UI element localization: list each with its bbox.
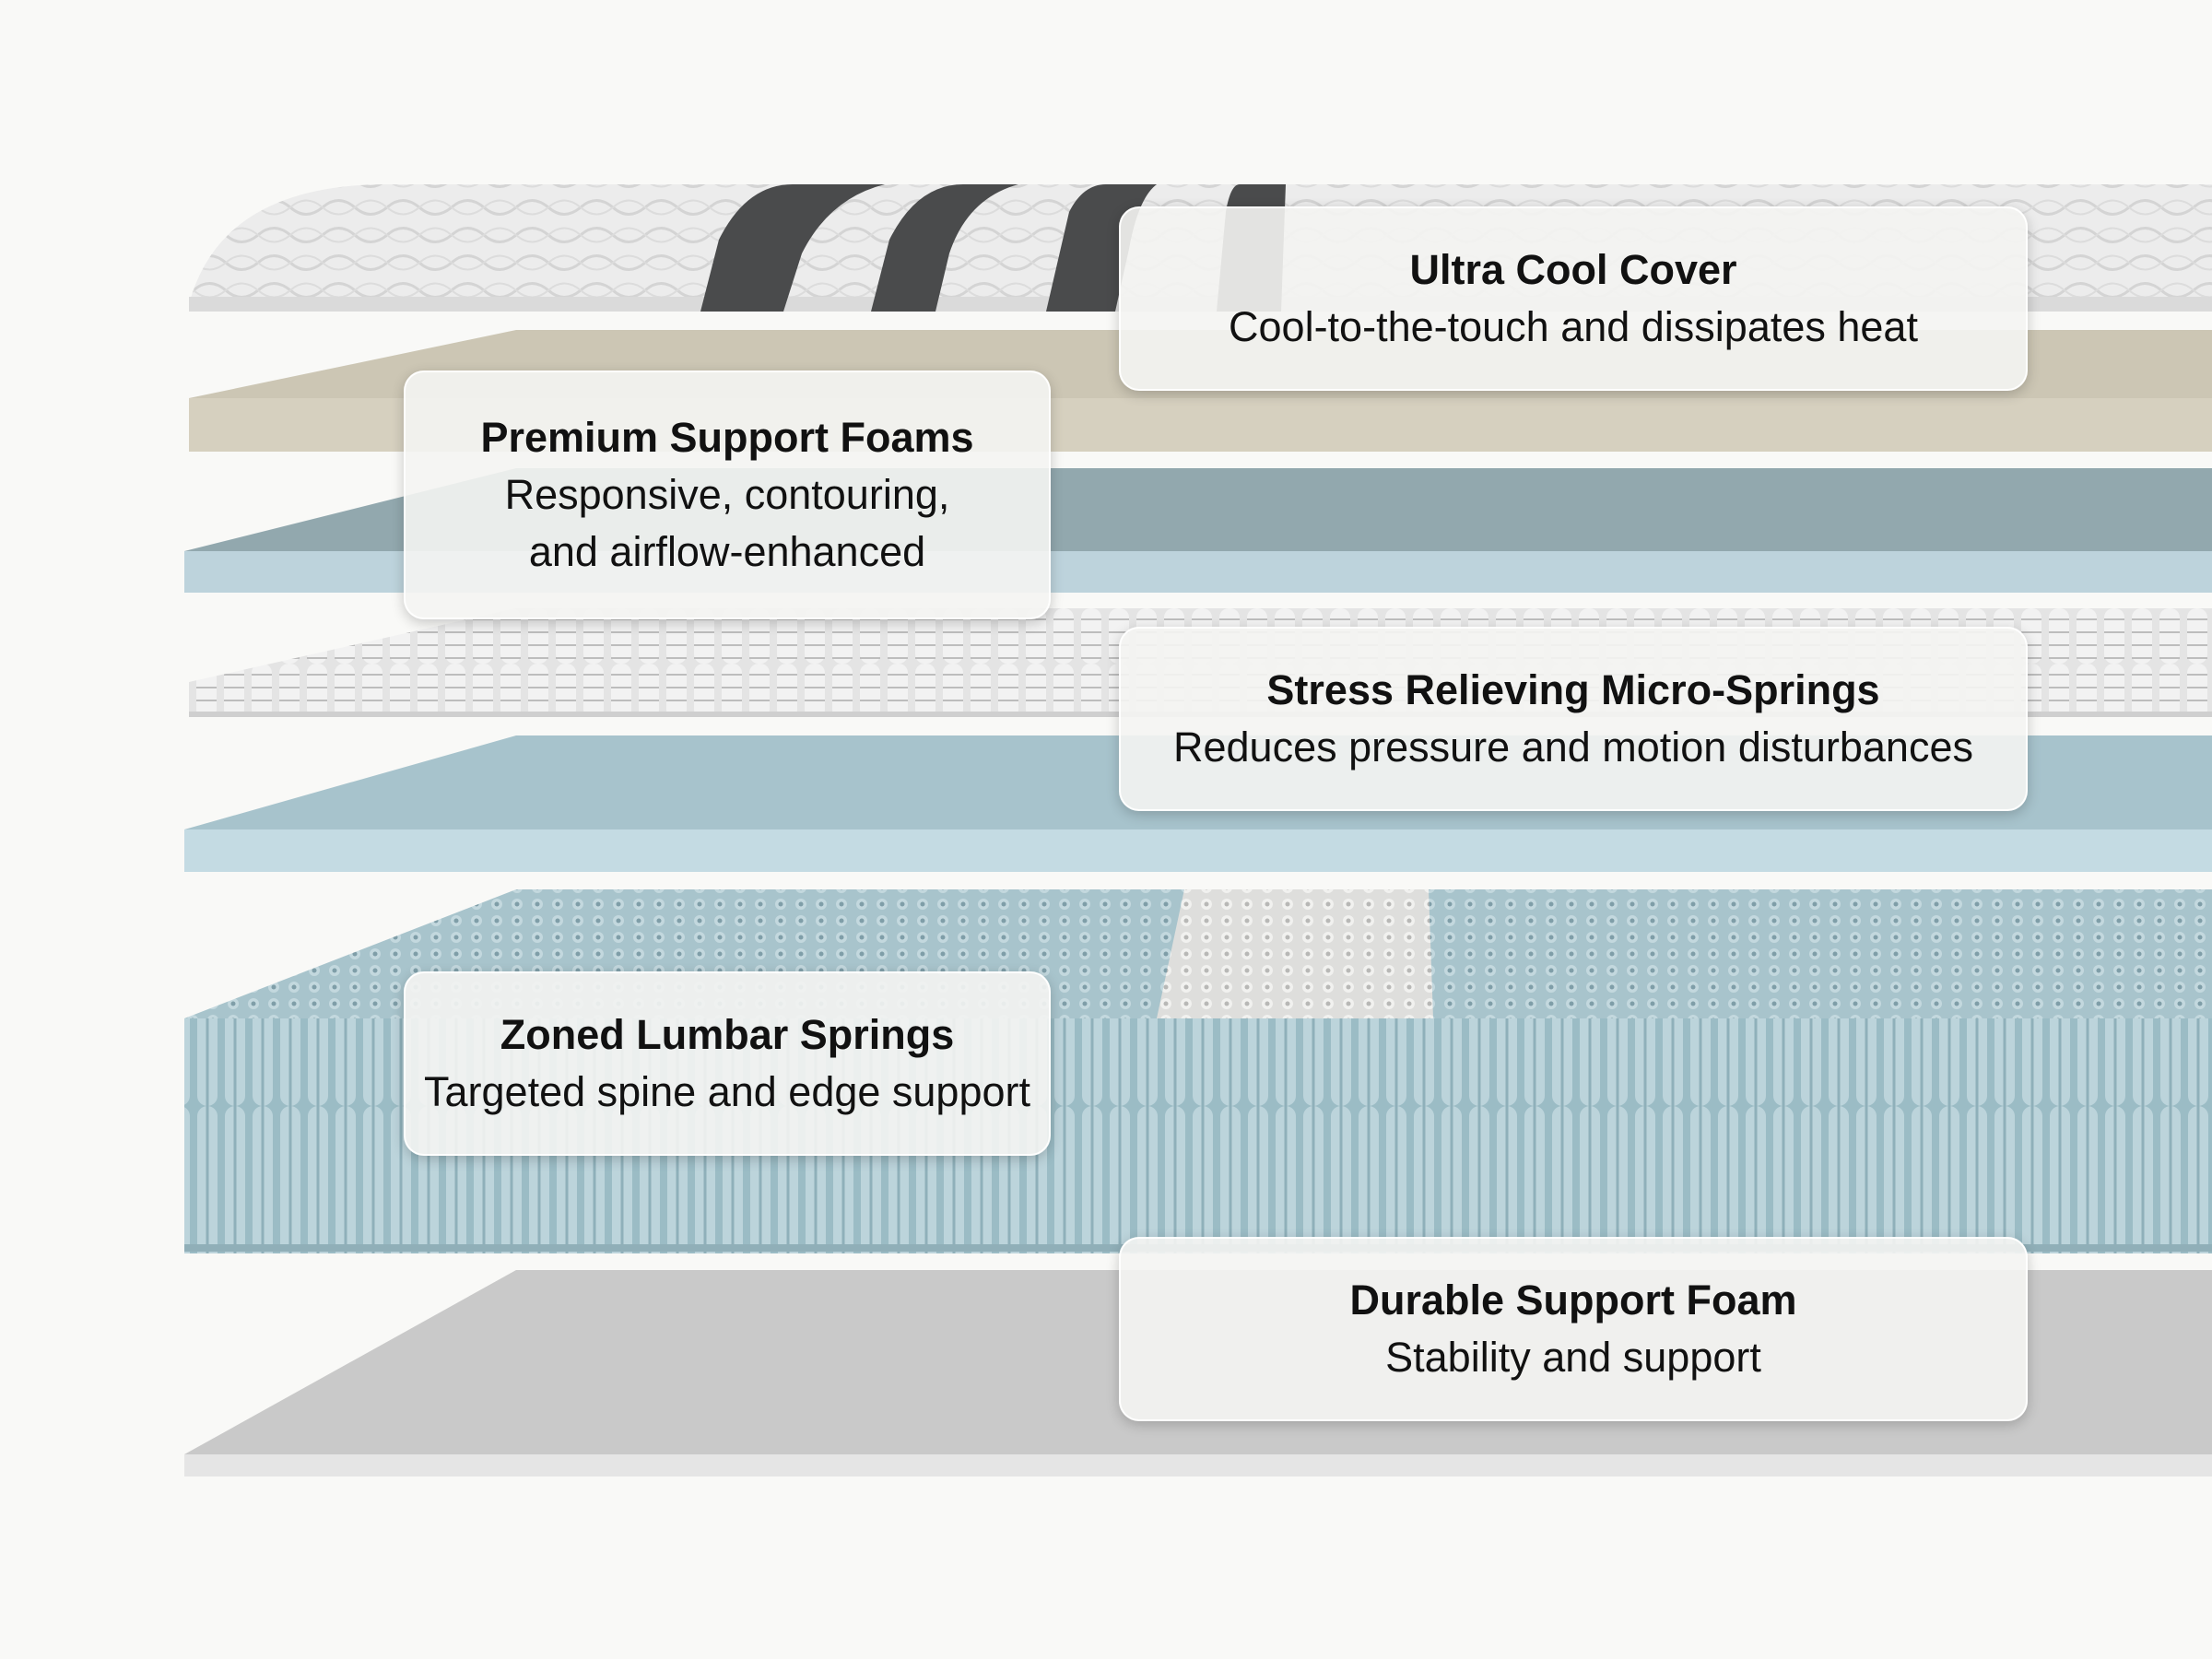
cover-stripe	[871, 184, 1018, 312]
callout-ultra-cool-cover: Ultra Cool Cover Cool-to-the-touch and d…	[1119, 206, 2028, 391]
callout-title: Stress Relieving Micro-Springs	[1266, 666, 1880, 713]
callout-durable-support-foam: Durable Support Foam Stability and suppo…	[1119, 1237, 2028, 1421]
callout-micro-springs: Stress Relieving Micro-Springs Reduces p…	[1119, 627, 2028, 811]
callout-zoned-lumbar-springs: Zoned Lumbar Springs Targeted spine and …	[404, 971, 1051, 1156]
callout-title: Zoned Lumbar Springs	[500, 1011, 955, 1058]
callout-description: Reduces pressure and motion disturbances	[1173, 724, 1973, 771]
callout-title: Premium Support Foams	[480, 414, 974, 461]
callout-description: Responsive, contouring, and airflow-enha…	[504, 471, 950, 575]
callout-title: Durable Support Foam	[1349, 1277, 1797, 1324]
cover-stripe	[700, 184, 885, 312]
callout-premium-support-foams: Premium Support Foams Responsive, contou…	[404, 371, 1051, 619]
callout-title: Ultra Cool Cover	[1409, 246, 1737, 293]
callout-description: Targeted spine and edge support	[424, 1068, 1030, 1115]
callout-description: Cool-to-the-touch and dissipates heat	[1229, 303, 1918, 350]
callout-description: Stability and support	[1385, 1334, 1761, 1381]
